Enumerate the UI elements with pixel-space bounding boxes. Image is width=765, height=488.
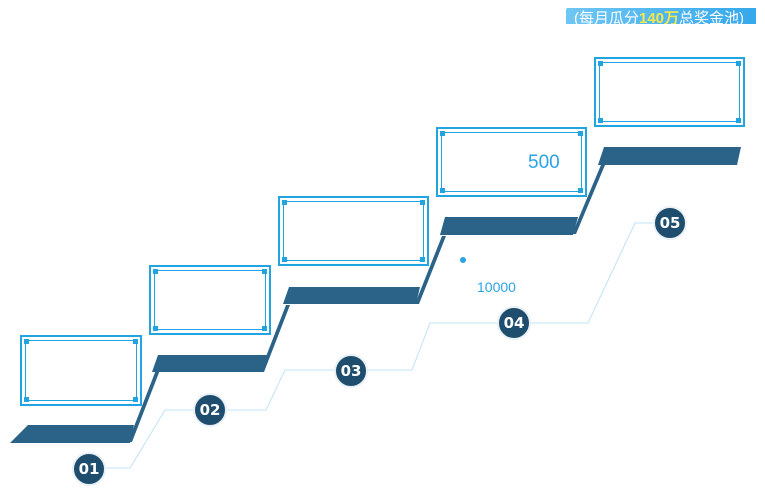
tread-5 <box>598 147 741 165</box>
riser-3 <box>415 236 446 304</box>
step-card-5 <box>594 57 745 127</box>
step-treads <box>10 147 741 443</box>
riser-1 <box>128 370 160 442</box>
step-badge-04: 04 <box>497 306 531 340</box>
connector-lines <box>102 222 656 469</box>
connector-04-05 <box>528 222 656 324</box>
tread-4 <box>440 217 578 235</box>
connector-01-02 <box>102 409 197 469</box>
tread-3 <box>283 287 420 304</box>
floating-value: 10000 <box>477 279 516 295</box>
step-badge-01: 01 <box>72 452 106 486</box>
connector-02-03 <box>223 369 336 411</box>
banner-suffix: 总奖金池) <box>679 10 745 27</box>
tread-1 <box>10 425 134 443</box>
step-badge-05: 05 <box>653 206 687 240</box>
prize-pool-banner: (每月瓜分140万总奖金池) <box>566 8 756 27</box>
step-card-2 <box>149 265 271 335</box>
step-card-3 <box>278 196 429 266</box>
banner-highlight: 140万 <box>639 10 680 27</box>
step-card-4-value: 500 <box>528 152 560 173</box>
banner-prefix: (每月瓜分 <box>574 10 639 27</box>
step-badge-02: 02 <box>193 393 227 427</box>
step-card-4 <box>436 127 587 197</box>
marker-dot <box>460 257 466 263</box>
riser-4 <box>572 165 605 234</box>
tread-2 <box>152 355 268 372</box>
step-badge-03: 03 <box>334 354 368 388</box>
step-card-1 <box>20 335 142 406</box>
connector-03-04 <box>366 322 498 371</box>
